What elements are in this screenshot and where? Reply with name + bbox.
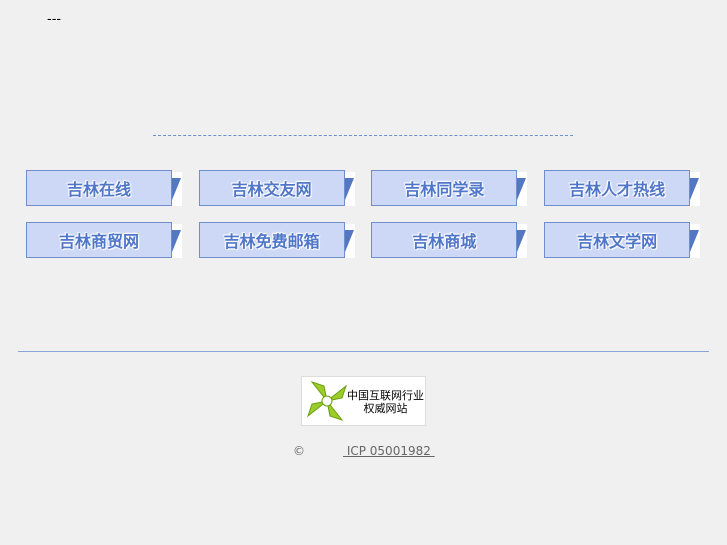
link-label: 吉林商贸网 <box>26 222 172 258</box>
link-button[interactable]: 吉林文学网 <box>544 222 701 259</box>
arrow-tab-icon <box>690 172 701 206</box>
link-label: 吉林交友网 <box>198 170 345 206</box>
arrow-tab-icon <box>344 172 355 206</box>
link-button[interactable]: 吉林商城 <box>371 222 528 259</box>
industry-badge[interactable]: 中国互联网行业权威网站 <box>301 376 426 426</box>
link-label: 吉林人才热线 <box>544 170 691 206</box>
link-button[interactable]: 吉林同学录 <box>371 170 528 207</box>
arrow-tab-icon <box>517 172 528 206</box>
link-button[interactable]: 吉林交友网 <box>198 170 355 207</box>
link-button[interactable]: 吉林人才热线 <box>544 170 701 207</box>
link-label: 吉林同学录 <box>371 170 518 206</box>
arrow-tab-icon <box>690 224 701 258</box>
divider-dashed <box>153 135 573 136</box>
arrow-tab-icon <box>517 224 528 258</box>
link-label: 吉林免费邮箱 <box>198 222 345 258</box>
pinwheel-logo-icon <box>306 380 348 422</box>
link-label: 吉林在线 <box>26 170 172 206</box>
link-button[interactable]: 吉林免费邮箱 <box>198 222 355 259</box>
link-button[interactable]: 吉林在线 <box>26 170 182 207</box>
top-marker: --- <box>47 12 62 27</box>
copyright: © <box>293 444 305 458</box>
arrow-tab-icon <box>344 224 355 258</box>
arrow-tab-icon <box>172 172 182 206</box>
badge-line2: 权威网站 <box>363 402 408 415</box>
badge-line1: 中国互联网行业 <box>347 389 424 402</box>
divider <box>18 351 709 352</box>
link-label: 吉林商城 <box>371 222 518 258</box>
icp-link[interactable]: ICP 05001982 <box>343 444 435 458</box>
link-label: 吉林文学网 <box>544 222 691 258</box>
link-button[interactable]: 吉林商贸网 <box>26 222 182 259</box>
arrow-tab-icon <box>172 224 182 258</box>
